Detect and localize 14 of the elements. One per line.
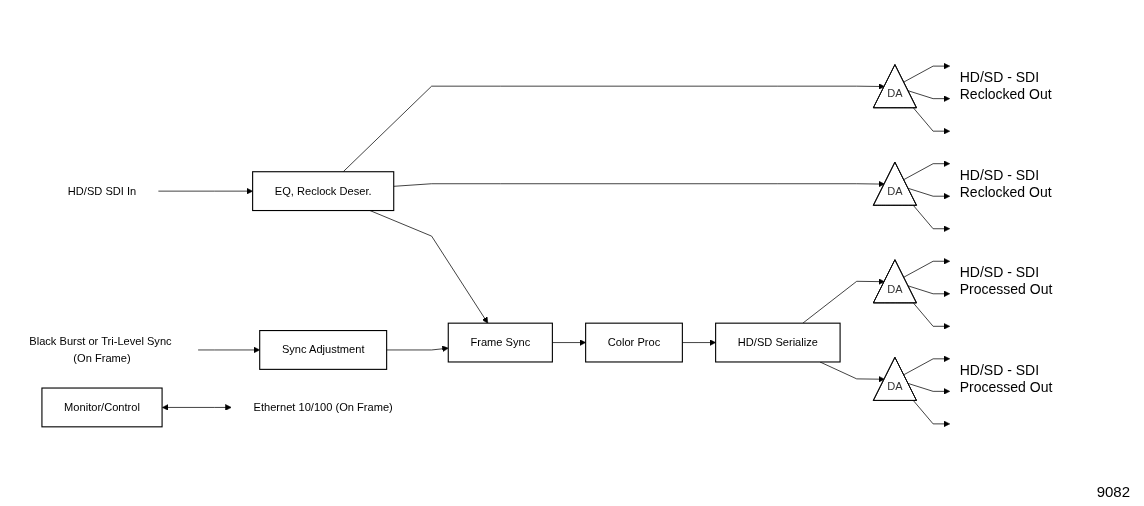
node-box: HD/SD Serialize [715,322,841,363]
node-text: Black Burst or Tri-Level Sync (On Frame) [29,334,172,365]
figure-number: 9082 [1096,483,1130,500]
output-label: HD/SD - SDI Processed Out [959,361,1054,396]
output-label: HD/SD - SDI Reclocked Out [959,69,1053,104]
node-text: HD/SD SDI In [67,184,137,197]
output-label: HD/SD - SDI Reclocked Out [959,166,1053,201]
node-box: Sync Adjustment [259,330,388,370]
node-box: Frame Sync [447,322,553,363]
node-box: Color Proc [585,322,683,363]
output-label: HD/SD - SDI Processed Out [959,264,1054,299]
node-box: EQ, Reclock Deser. [252,171,395,212]
node-box: Monitor/Control [41,387,163,428]
node-text: Ethernet 10/100 (On Frame) [253,400,393,414]
